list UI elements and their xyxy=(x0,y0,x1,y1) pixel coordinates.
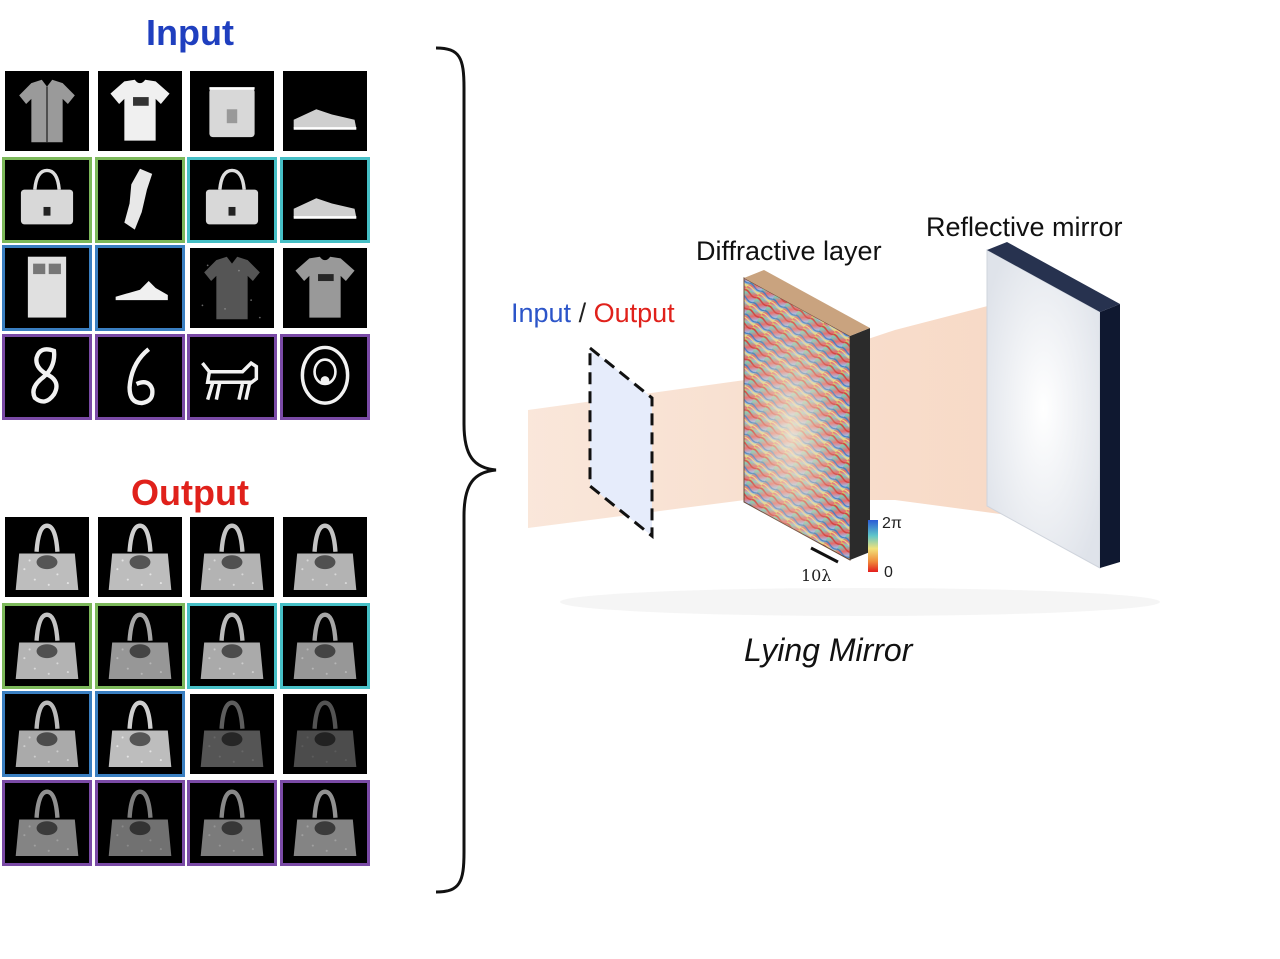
bag-icon xyxy=(190,71,274,151)
diffractive-layer-label: Diffractive layer xyxy=(696,236,882,266)
box-icon xyxy=(5,248,89,329)
curly-brace-icon xyxy=(435,46,497,894)
scale-bar xyxy=(810,546,839,564)
output-image-cell xyxy=(279,514,370,600)
output-image-cell xyxy=(187,514,278,600)
handbag-output-icon xyxy=(190,694,274,775)
input-image-cell xyxy=(187,333,278,420)
input-image-grid xyxy=(2,68,370,420)
output-image-cell xyxy=(279,779,370,866)
output-image-cell xyxy=(279,691,370,778)
output-image-cell xyxy=(94,514,185,600)
shirt-icon xyxy=(5,71,89,151)
handbag-output-icon xyxy=(5,782,89,863)
output-image-cell xyxy=(2,779,92,866)
input-image-cell xyxy=(279,333,370,420)
handbag-output-icon xyxy=(190,517,274,597)
handbag-icon xyxy=(5,159,89,240)
input-image-cell xyxy=(279,68,370,154)
face-sketch-icon xyxy=(283,336,367,417)
handbag-output-icon xyxy=(283,517,367,597)
output-image-cell xyxy=(2,691,92,778)
reflective-mirror xyxy=(986,242,1120,569)
input-output-label: Input / Output xyxy=(511,298,675,329)
input-image-cell xyxy=(94,68,185,154)
input-image-cell xyxy=(2,68,92,154)
noisy-shirt-icon xyxy=(190,248,274,329)
colorbar-max-label: 2π xyxy=(882,515,902,532)
handbag-output-icon xyxy=(5,694,89,775)
cat-sketch-icon xyxy=(190,336,274,417)
reflective-mirror-label: Reflective mirror xyxy=(926,212,1123,242)
output-image-grid xyxy=(2,514,370,866)
handbag-output-icon xyxy=(97,694,182,775)
colorbar-min-label: 0 xyxy=(884,564,893,581)
output-image-cell xyxy=(279,602,370,689)
phase-colorbar xyxy=(868,520,878,572)
input-image-cell xyxy=(2,245,92,332)
handbag-output-icon xyxy=(5,605,89,686)
tshirt-icon xyxy=(97,71,182,151)
input-image-cell xyxy=(2,156,92,243)
io-output-text: Output xyxy=(593,298,675,328)
sneaker-icon xyxy=(283,71,367,151)
output-image-cell xyxy=(94,602,185,689)
handbag-output-icon xyxy=(283,605,367,686)
input-image-cell xyxy=(94,156,185,243)
output-image-cell xyxy=(187,602,278,689)
input-image-cell xyxy=(187,68,278,154)
digit-six-icon xyxy=(97,336,182,417)
input-heading: Input xyxy=(146,12,234,53)
sandal-icon xyxy=(97,248,182,329)
output-image-cell xyxy=(187,779,278,866)
input-image-cell xyxy=(279,245,370,332)
handbag-output-icon xyxy=(190,782,274,863)
handbag-output-icon xyxy=(97,605,182,686)
io-separator-text: / xyxy=(571,298,594,328)
glove-icon xyxy=(97,159,182,240)
input-image-cell xyxy=(187,245,278,332)
input-output-plane xyxy=(588,344,654,540)
handbag-output-icon xyxy=(5,517,89,597)
input-image-cell xyxy=(187,156,278,243)
handbag-output-icon xyxy=(97,517,182,597)
output-image-cell xyxy=(2,602,92,689)
handbag-icon xyxy=(190,159,274,240)
digit-eight-icon xyxy=(5,336,89,417)
handbag-output-icon xyxy=(283,694,367,775)
input-image-cell xyxy=(94,333,185,420)
optical-setup-diagram xyxy=(528,242,1160,616)
input-image-cell xyxy=(94,245,185,332)
scale-bar-label: 10λ xyxy=(801,566,832,585)
output-image-cell xyxy=(187,691,278,778)
handbag-output-icon xyxy=(190,605,274,686)
output-image-cell xyxy=(94,779,185,866)
output-image-cell xyxy=(94,691,185,778)
io-input-text: Input xyxy=(511,298,572,328)
sneaker-icon xyxy=(283,159,367,240)
output-heading: Output xyxy=(131,472,249,513)
noisy-tshirt-icon xyxy=(283,248,367,329)
input-image-cell xyxy=(279,156,370,243)
input-image-cell xyxy=(2,333,92,420)
diagram-title: Lying Mirror xyxy=(744,632,913,668)
handbag-output-icon xyxy=(97,782,182,863)
handbag-output-icon xyxy=(283,782,367,863)
diffractive-layer xyxy=(743,270,870,561)
output-image-cell xyxy=(2,514,92,600)
